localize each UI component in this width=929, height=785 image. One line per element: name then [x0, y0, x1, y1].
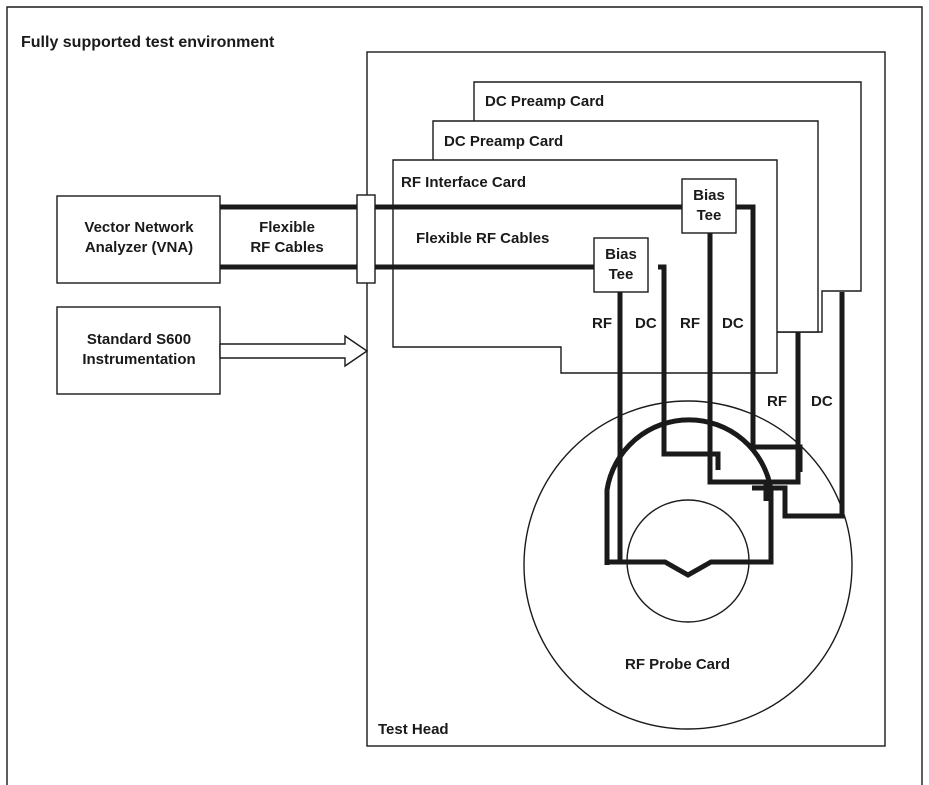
cable-rf-c — [744, 332, 801, 485]
dc-preamp-card-back-label: DC Preamp Card — [485, 93, 604, 110]
cable-dc-a — [658, 264, 721, 470]
signal-label-rf-a: RF — [592, 315, 612, 332]
feedthrough-connector — [356, 194, 376, 284]
instrumentation-label-line2: Instrumentation — [82, 351, 195, 368]
bias-tee-box-lower — [593, 237, 649, 293]
cable-dc-c — [752, 292, 845, 519]
vna-label-line2: Analyzer (VNA) — [85, 239, 193, 256]
bias-tee-lower-line2: Tee — [609, 266, 634, 283]
flexible-rf-cables-outer-line1: Flexible — [259, 219, 315, 236]
rf-probe-card-label: RF Probe Card — [625, 656, 730, 673]
instrumentation-arrow — [219, 334, 369, 368]
vna-label-line1: Vector Network — [84, 219, 194, 236]
bias-tee-box-upper — [681, 178, 737, 234]
bias-tee-upper-line2: Tee — [697, 207, 722, 224]
instrumentation-box — [56, 306, 221, 395]
instrumentation-label-line1: Standard S600 — [87, 331, 191, 348]
bias-tee-lower-line1: Bias — [605, 246, 637, 263]
probe-trace — [604, 417, 774, 578]
signal-label-dc-b: DC — [722, 315, 744, 332]
signal-label-dc-c: DC — [811, 393, 833, 410]
signal-label-rf-b: RF — [680, 315, 700, 332]
flexible-rf-cables-inner-label: Flexible RF Cables — [416, 230, 549, 247]
rf-interface-card-label: RF Interface Card — [401, 174, 526, 191]
vna-box — [56, 195, 221, 284]
outer-frame — [6, 6, 923, 785]
signal-label-dc-a: DC — [635, 315, 657, 332]
dc-preamp-card-front-label: DC Preamp Card — [444, 133, 563, 150]
diagram-title: Fully supported test environment — [21, 34, 275, 51]
flexible-rf-cables-outer-line2: RF Cables — [250, 239, 323, 256]
signal-label-rf-c: RF — [767, 393, 787, 410]
test-head-label: Test Head — [378, 721, 449, 738]
cable-rf-b — [707, 232, 769, 501]
bias-tee-upper-line1: Bias — [693, 187, 725, 204]
